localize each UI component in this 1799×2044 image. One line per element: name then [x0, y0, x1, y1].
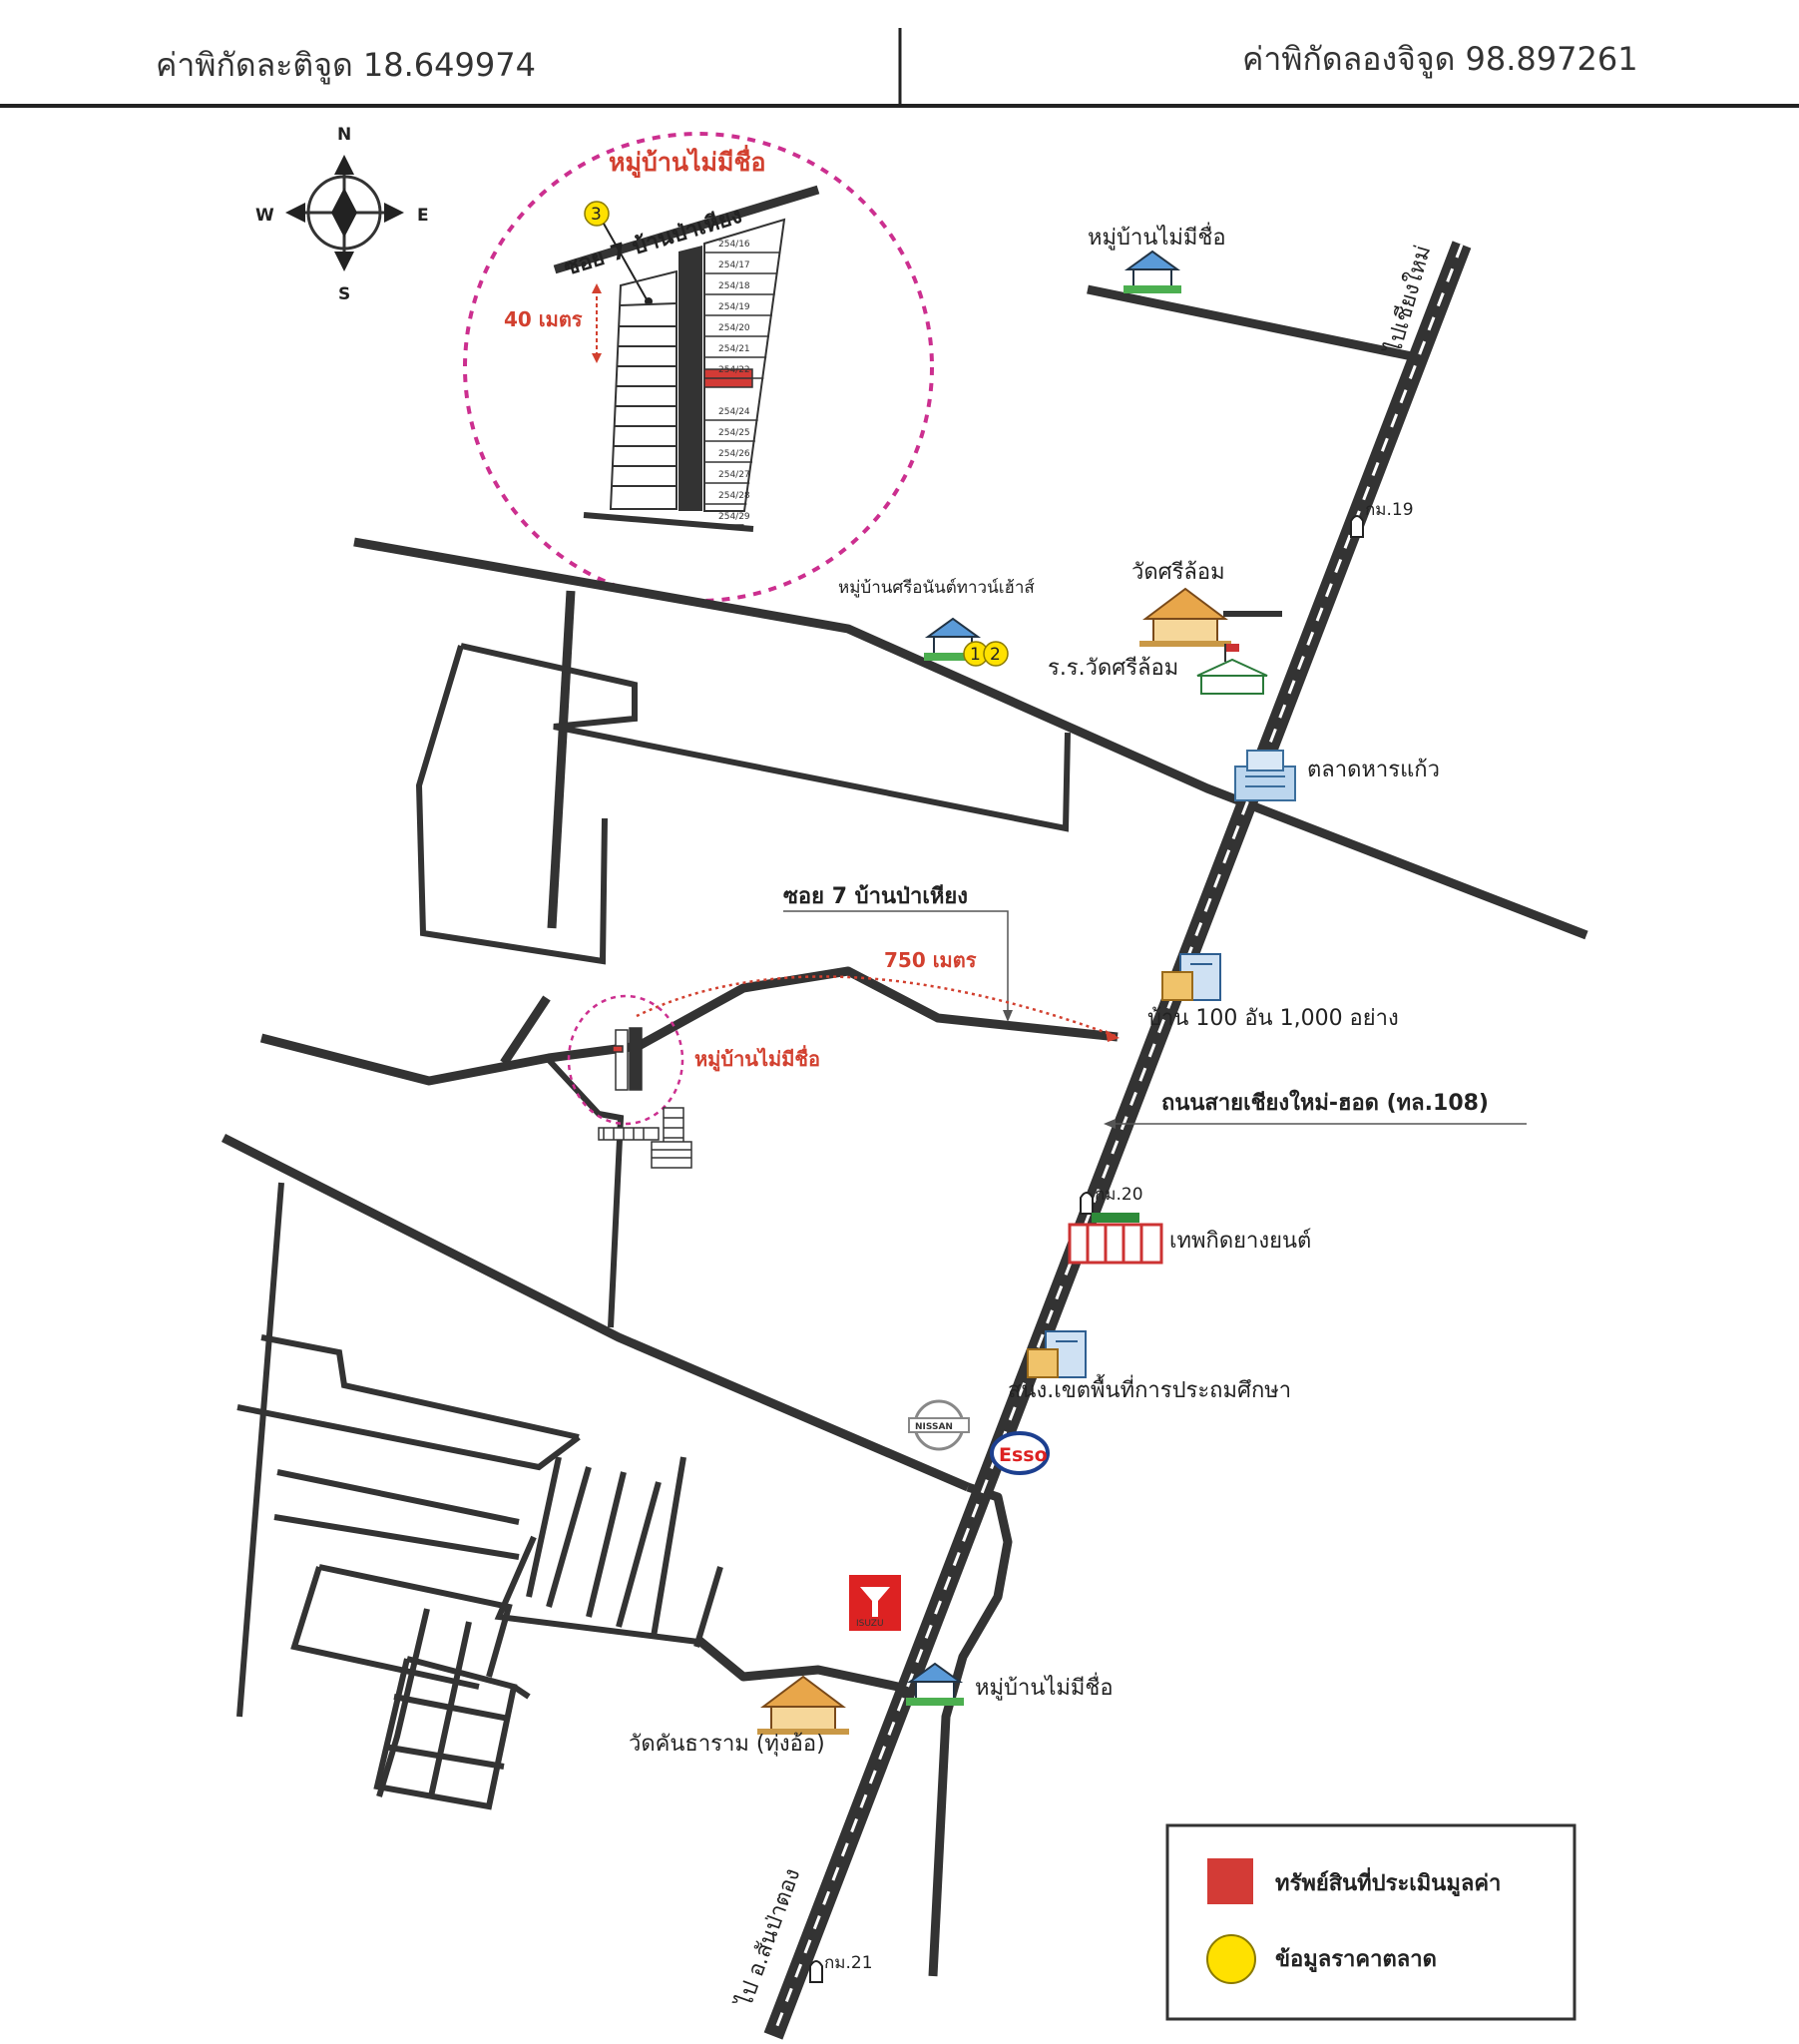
- km19-label: กม.19: [1365, 500, 1414, 520]
- inset-plot-label: 254/19: [718, 302, 750, 312]
- esso-logo-icon: Esso: [990, 1431, 1050, 1475]
- marker-1-label: 1: [970, 645, 981, 665]
- legend-property-label: ทรัพย์สินที่ประเมินมูลค่า: [1275, 1866, 1501, 1897]
- compass-w: W: [255, 206, 274, 226]
- house-icon: [924, 617, 982, 661]
- soi7-label: ซอย 7 บ้านป่าเหียง: [783, 884, 968, 909]
- wat-kan-label: วัดคันธาราม (ทุ่งอ้อ): [629, 1732, 825, 1757]
- road-block: [415, 643, 1071, 965]
- highway-label: ถนนสายเชียงใหม่-ฮอด (ทล.108): [1161, 1089, 1489, 1116]
- legend-market-label: ข้อมูลราคาตลาด: [1275, 1947, 1437, 1973]
- village-srinan-label: หมู่บ้านศรีอนันต์ทาวน์เฮ้าส์: [838, 578, 1035, 598]
- road-network: [221, 241, 1588, 2040]
- inset-distance-label: 40 เมตร: [504, 307, 583, 331]
- inset-left-plots: [609, 269, 677, 510]
- edu-office-label: สนง.เขตพื้นที่การประถมศึกษา: [1008, 1374, 1291, 1403]
- temple-icon: [1139, 587, 1231, 647]
- inset-plot-rows: 254/16 254/17 254/18 254/19 254/20 254/21 254/…: [704, 240, 781, 526]
- compass-e: E: [417, 206, 429, 226]
- distance-750-line: [636, 975, 1117, 1038]
- inset-plot-label: 254/25: [718, 428, 750, 438]
- road-wat-kan: [695, 1636, 899, 1692]
- esso-label: Esso: [999, 1444, 1048, 1466]
- coordinates-header: ค่าพิกัดละติจูด 18.649974 ค่าพิกัดลองจิจ…: [0, 28, 1799, 108]
- inset-detail: หมู่บ้านไม่มีชื่อ ซอย 7 บ้านป่าเหียง 3 4…: [463, 132, 934, 603]
- isuzu-label: ISUZU: [856, 1619, 884, 1629]
- road-village-spur: [546, 1057, 625, 1328]
- inset-plot-label: 254/20: [718, 323, 750, 333]
- km-post-icon: [809, 1960, 823, 1983]
- dist750-label: 750 เมตร: [884, 948, 977, 972]
- road-left-lower: [500, 995, 551, 1066]
- market-data-marker-3: [584, 201, 610, 227]
- inset-plot-label: 254/29: [718, 512, 750, 522]
- road-sw-grid: [236, 1182, 723, 1810]
- inset-plot-label: 254/17: [718, 260, 750, 270]
- inset-plot-label: 254/26: [718, 449, 750, 459]
- nissan-logo-icon: NISSAN: [908, 1399, 970, 1451]
- house-icon: [1124, 250, 1181, 293]
- inset-marker-label: 3: [591, 205, 602, 225]
- target-village-plots: [598, 1027, 692, 1169]
- inset-plot-label: 254/28: [718, 491, 750, 501]
- inset-plot-label: 254/16: [718, 240, 750, 250]
- temple-icon: [757, 1675, 849, 1735]
- isuzu-logo-icon: ISUZU: [849, 1575, 901, 1631]
- village-ne-label: หมู่บ้านไม่มีชื่อ: [1088, 222, 1226, 251]
- road-east-branch: [928, 1482, 1013, 1977]
- road-top: [353, 537, 1588, 940]
- office-building-icon: [1027, 1330, 1087, 1378]
- latitude-label: ค่าพิกัดละติจูด 18.649974: [156, 46, 536, 85]
- km21-label: กม.21: [824, 1953, 873, 1973]
- inset-title: หมู่บ้านไม่มีชื่อ: [609, 145, 765, 179]
- house-icon: [906, 1662, 964, 1706]
- target-village-circle: [567, 994, 684, 1126]
- inset-plot-label: 254/21: [718, 344, 750, 354]
- road-soi7: [259, 966, 1119, 1086]
- longitude-label: ค่าพิกัดลองจิจูด 98.897261: [1242, 40, 1638, 79]
- legend-market-swatch: [1206, 1934, 1256, 1984]
- wat-sri-lom-label: วัดศรีล้อม: [1131, 560, 1225, 585]
- shop-building-icon: [1161, 953, 1221, 1001]
- village-south-label: หมู่บ้านไม่มีชื่อ: [975, 1672, 1114, 1701]
- inset-plot-label: 254/22: [718, 365, 750, 375]
- marker-2-label: 2: [990, 645, 1001, 665]
- road-left-vertical: [547, 590, 576, 929]
- inset-plot-label: 254/24: [718, 407, 750, 417]
- inset-soi-road: [553, 185, 820, 274]
- school-icon: [1196, 644, 1268, 695]
- school-label: ร.ร.วัดศรีล้อม: [1048, 656, 1178, 681]
- km-post-icon: [1080, 1192, 1094, 1215]
- inset-border: [463, 132, 934, 603]
- market-label: ตลาดหารแก้ว: [1307, 758, 1440, 782]
- compass-rose-icon: N S W E: [255, 125, 429, 304]
- legend: ทรัพย์สินที่ประเมินมูลค่า ข้อมูลราคาตลาด: [1165, 1823, 1576, 2021]
- inset-plot-label: 254/27: [718, 470, 750, 480]
- inset-plot-label: 254/18: [718, 281, 750, 291]
- market-building-icon: [1234, 750, 1296, 801]
- road-diagonal: [221, 1133, 970, 1492]
- inset-right-plots: [703, 218, 786, 512]
- tyre-label: เทพกิดยางยนต์: [1169, 1229, 1311, 1254]
- compass-n: N: [337, 125, 351, 145]
- market-data-marker-2: [983, 641, 1009, 667]
- road-ne-village: [1087, 284, 1413, 361]
- shop100-label: บ้าน 100 อัน 1,000 อย่าง: [1147, 1006, 1399, 1031]
- km20-label: กม.20: [1095, 1185, 1143, 1205]
- nissan-label: NISSAN: [915, 1422, 953, 1432]
- target-village-label: หมู่บ้านไม่มีชื่อ: [694, 1044, 820, 1073]
- compass-s: S: [338, 284, 350, 304]
- tyre-shop-icon: [1068, 1213, 1163, 1265]
- legend-property-swatch: [1207, 1858, 1253, 1904]
- km-post-icon: [1350, 515, 1364, 538]
